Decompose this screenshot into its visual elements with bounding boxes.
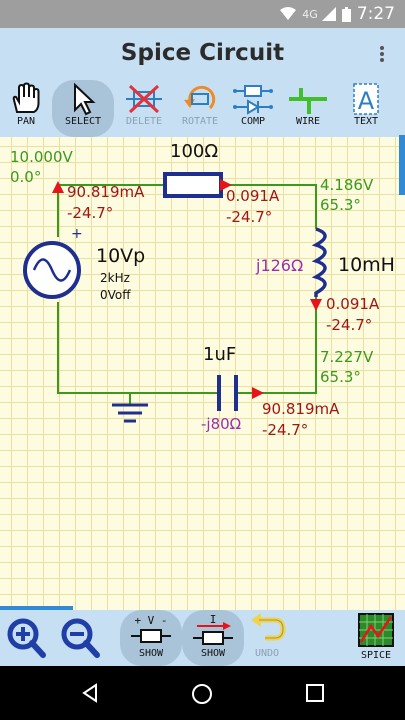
capacitor-current: 90.819mA [262,400,340,418]
resistor-label: 100Ω [170,141,219,162]
show-voltage-label: SHOW [138,648,164,659]
wire-icon [289,88,327,114]
cursor-icon [74,82,96,116]
inductor-current-phase: -24.7° [326,316,373,334]
signal-icon [321,7,336,21]
pan-label: PAN [16,116,36,127]
rotate-tool[interactable]: ROTATE [172,80,228,137]
delete-icon [126,84,162,114]
pan-tool[interactable]: PAN [2,80,50,137]
comp-label: COMP [240,116,266,127]
wifi-icon [280,7,297,20]
svg-text:+ V -: + V - [134,614,167,627]
wire-label: WIRE [295,116,321,127]
comp-tool[interactable]: COMP [228,80,278,137]
spice-label: SPICE [360,650,392,661]
show-voltage-button[interactable]: + V - SHOW [120,610,182,666]
tool-bar: PAN SELECT DELETE ROTATE [0,80,405,137]
source-voltage: 10.000V [10,148,73,166]
inductor [311,227,327,297]
recents-icon[interactable] [306,684,324,702]
status-icons: 4G 7:27 [280,4,395,24]
rotate-label: ROTATE [181,116,219,127]
voltage-icon: + V - [131,614,171,643]
source-current-phase: -24.7° [67,204,114,222]
delete-label: DELETE [125,116,163,127]
source-offset: 0Voff [100,288,131,302]
inductor-impedance: j126Ω [256,256,304,275]
source-current: 90.819mA [67,183,145,201]
clock: 7:27 [356,4,395,24]
capacitor-impedance: -j80Ω [201,415,242,433]
undo-label: UNDO [254,648,280,659]
spice-icon [358,613,394,647]
svg-text:+: + [71,226,83,242]
zoom-out-icon [61,618,100,658]
node-bottom-phase: 65.3° [320,368,361,386]
rotate-icon [184,85,216,110]
undo-button[interactable]: UNDO [244,610,290,667]
vertical-scroll-indicator[interactable] [399,135,405,195]
status-bar: 4G 7:27 [0,0,405,28]
overflow-menu-icon[interactable] [379,44,385,64]
navigation-bar [0,666,405,720]
capacitor-label: 1uF [203,344,237,365]
node-top-phase: 65.3° [320,196,361,214]
select-tool[interactable]: SELECT [52,80,114,137]
current-icon: I [193,613,233,645]
battery-icon [341,6,351,22]
inductor-current: 0.091A [326,295,380,313]
back-icon[interactable] [80,683,100,703]
zoom-out-button[interactable] [58,610,104,667]
text-tool[interactable]: A TEXT [338,80,394,137]
wire-bottom-left [57,302,219,394]
horizontal-scroll-indicator[interactable] [0,606,73,610]
network-type: 4G [302,7,318,21]
text-label: TEXT [353,116,379,127]
capacitor-current-phase: -24.7° [262,421,309,439]
component-icon [233,85,273,115]
text-icon: A [353,83,379,115]
node-top-voltage: 4.186V [320,176,374,194]
node-bottom-voltage: 7.227V [320,348,374,366]
show-current-label: SHOW [200,648,226,659]
hand-icon [12,82,40,113]
current-arrows [52,179,322,399]
schematic: + [23,172,327,423]
home-icon[interactable] [191,683,213,705]
undo-icon [251,613,286,641]
spice-button[interactable]: SPICE [352,610,400,667]
show-current-button[interactable]: I SHOW [182,610,244,666]
svg-text:A: A [358,87,375,115]
resistor-current-phase: -24.7° [226,208,273,226]
wire-bottom-right [236,350,317,394]
bottom-bar: + V - SHOW I SHOW UNDO [0,610,405,666]
source-phase: 0.0° [10,168,42,186]
delete-tool[interactable]: DELETE [116,80,172,137]
resistor-current: 0.091A [226,187,280,205]
select-label: SELECT [64,116,102,127]
circuit-canvas[interactable]: + 10.000V 0.0° 90.819mA -24.7° 10Vp 2kHz… [0,137,405,610]
wire-top-right [221,184,317,229]
resistor [163,172,223,198]
inductor-label: 10mH [338,254,395,276]
app-title: Spice Circuit [120,40,285,66]
zoom-in-button[interactable] [4,610,50,667]
zoom-in-icon [7,618,46,658]
ground-symbol [112,403,148,423]
source-frequency: 2kHz [100,271,130,285]
svg-text:I: I [210,613,217,626]
source-name: 10Vp [96,245,146,267]
wire-tool[interactable]: WIRE [282,80,334,137]
app-bar: Spice Circuit [0,28,405,80]
